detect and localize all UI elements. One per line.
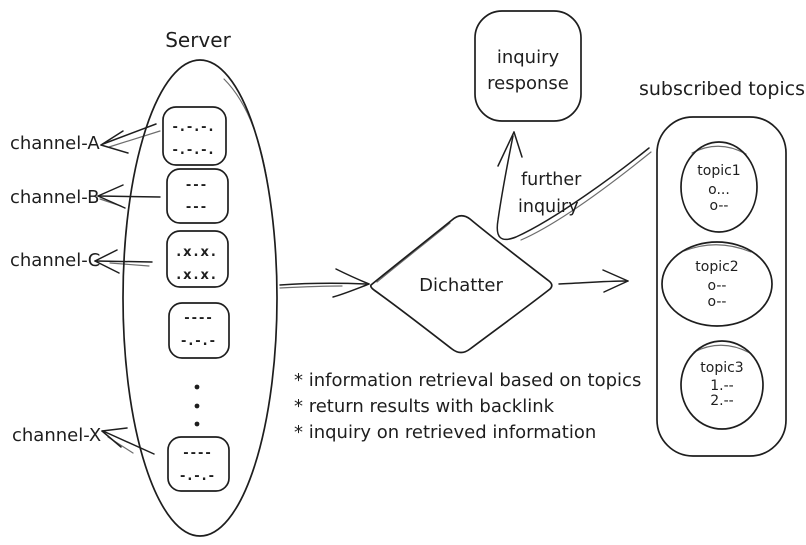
ellipsis-dot: [194, 421, 200, 427]
note-line-2: * return results with backlink: [294, 396, 555, 417]
topic2-ellipse: [661, 241, 773, 327]
message-box-4: [168, 302, 230, 359]
dichatter-label: Dichatter: [419, 275, 503, 296]
ellipsis-dot: [194, 384, 200, 390]
dichatter-diamond: [369, 214, 553, 354]
subscribed-topics-container: [656, 116, 787, 457]
further-inquiry-label-line1: further: [521, 170, 582, 190]
message-box-1-row1: -.-.-.: [172, 120, 215, 135]
channel-x-label: channel-X: [12, 425, 101, 446]
topic1-row2: o--: [710, 198, 729, 214]
channel-c-arrow: [94, 249, 153, 274]
topic1-ellipse: [680, 141, 758, 233]
channel-c-label: channel-C: [10, 250, 100, 271]
message-box-3-row2: .x.x.: [176, 268, 218, 283]
message-box-3-row1: .x.x.: [176, 245, 218, 260]
topic2-overdraw: [683, 244, 752, 253]
inquiry-response-line1: inquiry: [497, 47, 560, 68]
inquiry-response-box: [474, 10, 582, 122]
note-line-3: * inquiry on retrieved information: [294, 422, 596, 443]
topic3-row1: 1.--: [710, 378, 733, 394]
channel-x-arrow: [101, 427, 155, 455]
topic3-ellipse: [680, 340, 764, 430]
server-title: Server: [165, 28, 231, 52]
further-inquiry-arrow: [496, 131, 652, 241]
server-ellipse-overdraw: [223, 78, 269, 187]
topic3-row2: 2.--: [710, 393, 733, 409]
topic3-overdraw: [693, 344, 751, 354]
channel-a-arrow: [100, 123, 161, 154]
message-box-5: [167, 436, 230, 492]
inquiry-response-line2: response: [487, 73, 569, 94]
message-box-4-row2: -.-.-: [181, 334, 217, 349]
topic1-overdraw: [691, 145, 747, 155]
message-box-3: [166, 230, 229, 288]
message-box-1: [162, 106, 227, 166]
message-box-2-row1: ---: [186, 178, 208, 193]
subscribed-topics-title: subscribed topics: [639, 78, 805, 100]
dichatter-diamond-overdraw: [376, 222, 451, 283]
note-line-1: * information retrieval based on topics: [294, 370, 641, 391]
message-box-5-row2: -.-.-: [180, 469, 216, 484]
message-box-2-row2: ---: [186, 200, 208, 215]
channel-b-arrow: [97, 184, 161, 209]
message-box-5-row1: ----: [183, 446, 213, 461]
channel-a-label: channel-A: [10, 133, 100, 154]
message-box-4-row1: ----: [184, 311, 214, 326]
topic2-name: topic2: [695, 259, 738, 275]
ellipsis-dot: [194, 403, 200, 409]
message-box-2: [166, 168, 229, 224]
server-ellipse: [122, 59, 278, 537]
topic3-name: topic3: [700, 360, 743, 376]
server-to-dichatter-arrow: [279, 268, 370, 298]
further-inquiry-label-line2: inquiry: [518, 197, 579, 217]
topic2-row2: o--: [708, 294, 727, 310]
topic2-row1: o--: [708, 278, 727, 294]
message-box-1-row2: -.-.-.: [172, 143, 215, 158]
dichatter-to-topics-arrow: [558, 269, 629, 293]
channel-b-label: channel-B: [10, 187, 99, 208]
topic1-row1: o...: [708, 182, 730, 198]
topic1-name: topic1: [697, 163, 740, 179]
